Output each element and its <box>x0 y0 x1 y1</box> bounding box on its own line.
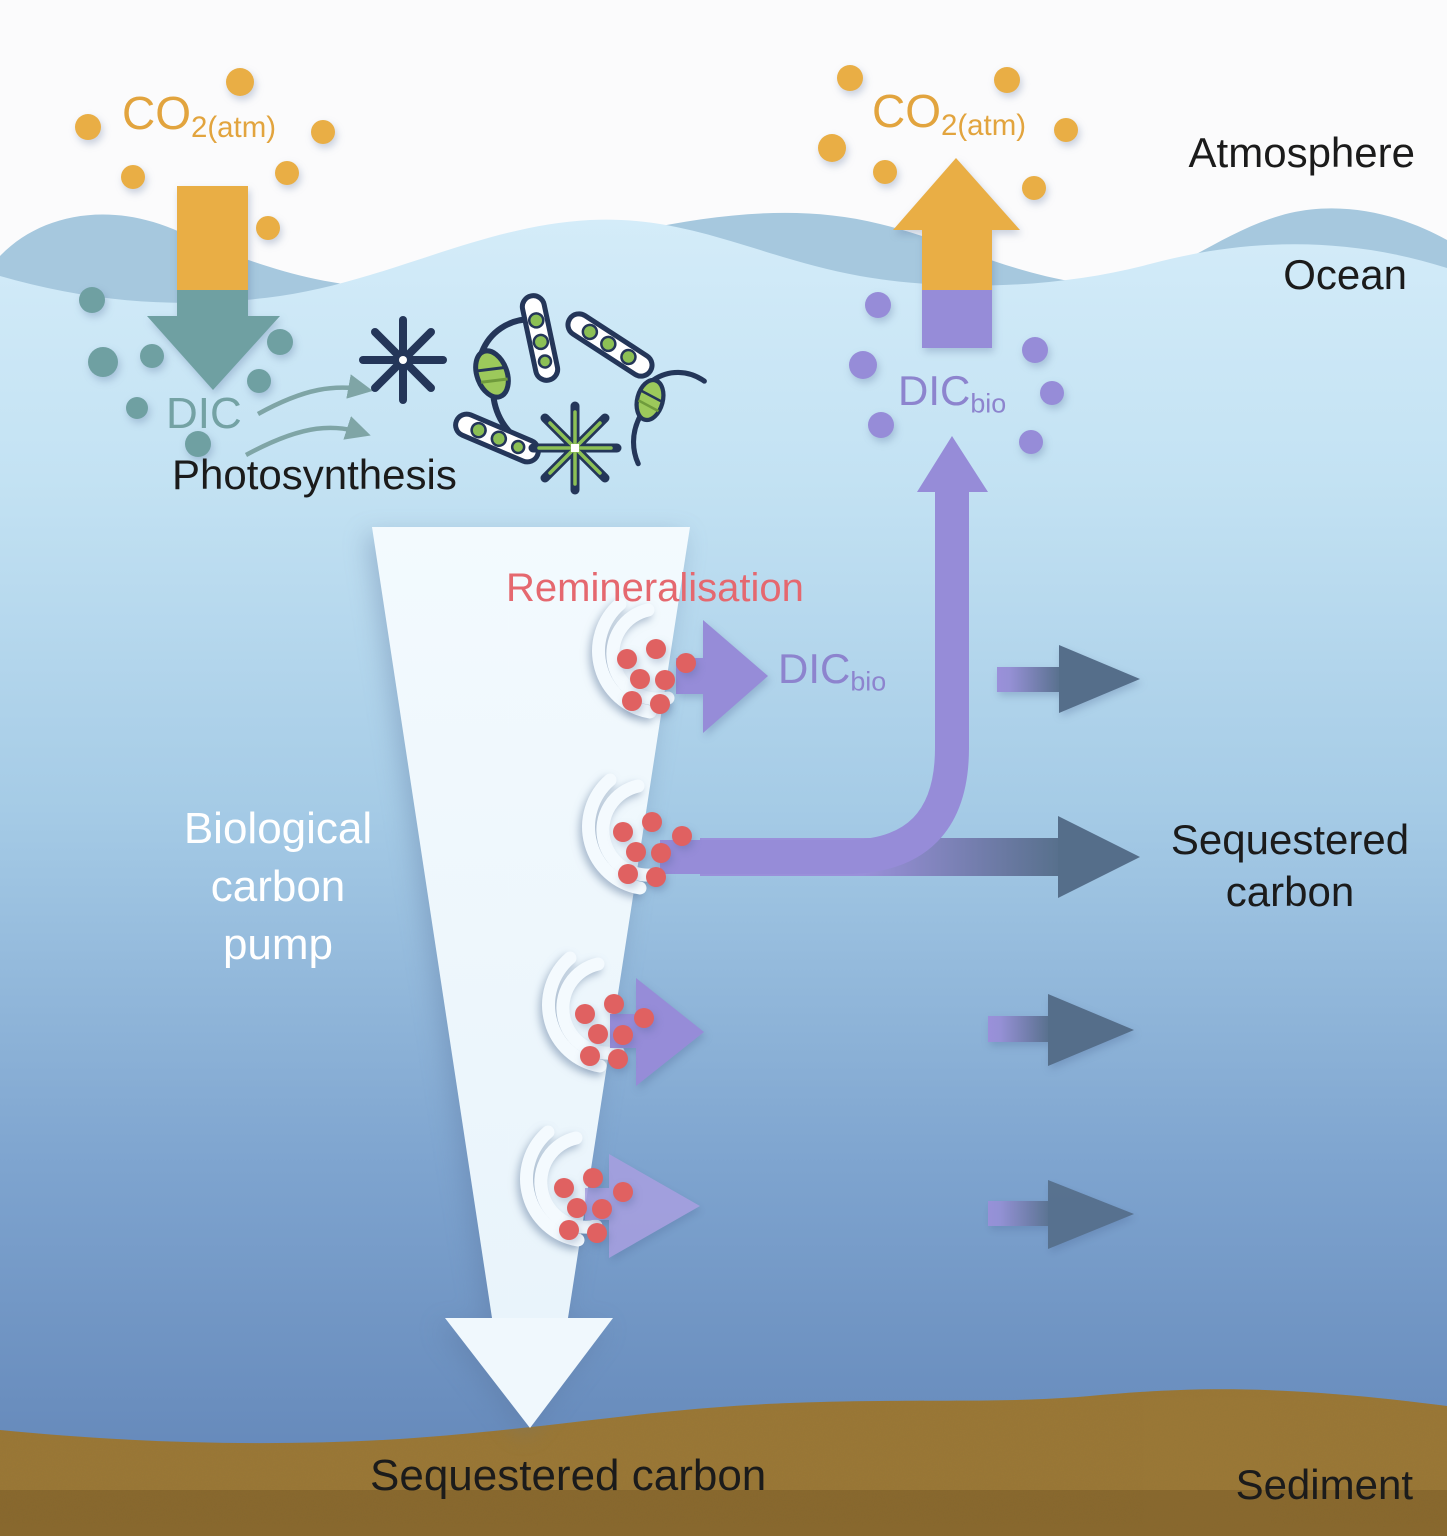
photosynthesis-arrow-1 <box>256 374 373 416</box>
rod-diatom-icon <box>453 411 541 465</box>
dic-upwelling-arrowhead <box>917 436 988 492</box>
arrow-tail <box>988 1201 1050 1226</box>
atmosphere-zone-label: Atmosphere <box>1188 129 1415 176</box>
photosynthesis-label: Photosynthesis <box>172 451 457 498</box>
dic-bio-sub-text: bio <box>970 388 1007 419</box>
arrow-head <box>1048 1180 1134 1249</box>
co2-atm-right-label: CO2(atm) <box>872 86 1026 143</box>
dic-upwelling-curve <box>660 488 969 874</box>
co2-dots-right <box>818 65 1078 200</box>
co2-outgas-arrow-ocean-part <box>922 288 992 348</box>
biological-carbon-pump-label: Biological carbon pump <box>148 800 408 974</box>
co2-influx-arrow-ocean-part <box>177 290 248 318</box>
co2-outgas-arrowhead <box>893 158 1020 230</box>
sequestration-export-arrow-3 <box>988 994 1134 1066</box>
arrow-tail <box>997 667 1061 692</box>
dinoflagellate-icon <box>630 369 707 467</box>
dic-bio-main-text: DIC <box>898 367 971 414</box>
dic-upwelling-and-export-branch <box>660 436 1140 898</box>
remineralised-dots-4 <box>554 1168 633 1243</box>
dic-bio-sub-text: bio <box>850 666 887 697</box>
sequestration-export-arrow-4 <box>988 1180 1134 1249</box>
sequestered-right-line1: Sequestered <box>1170 816 1410 863</box>
co2-outgas-arrow-atmosphere-part <box>922 228 992 290</box>
arrow-head <box>703 620 768 733</box>
co2-outgas-arrow <box>893 158 1020 348</box>
co2-atm-left-label: CO2(atm) <box>122 88 276 145</box>
co2-main-text: CO <box>122 87 191 139</box>
dic-bio-surface-label: DICbio <box>898 367 1007 419</box>
phytoplankton-icons <box>359 293 707 495</box>
remineralisation-label: Remineralisation <box>506 566 804 610</box>
ocean-zone-label: Ocean <box>1283 251 1407 298</box>
dic-label: DIC <box>166 389 242 438</box>
pump-label-line3: pump <box>222 920 334 969</box>
arrow-head <box>609 1154 700 1258</box>
co2-influx-arrow-atmosphere-part <box>177 186 248 292</box>
remineralised-dots-3 <box>575 994 654 1069</box>
photosynthesis-arrows <box>244 374 373 457</box>
pump-label-line2: carbon <box>210 862 346 911</box>
remineralised-dots-2 <box>613 812 692 887</box>
rod-diatom-icon <box>565 311 655 379</box>
arrow-head <box>1048 994 1134 1066</box>
co2-sub-text: 2(atm) <box>941 109 1027 143</box>
sequestered-carbon-bottom-label: Sequestered carbon <box>370 1451 767 1500</box>
dic-bio-mid-label: DICbio <box>778 645 887 697</box>
co2-dots-left <box>75 68 335 240</box>
photosynthesis-arrow-2 <box>244 416 371 457</box>
sediment-zone-label: Sediment <box>1235 1461 1413 1508</box>
diatom-star-icon <box>359 316 447 404</box>
export-branch-arrowhead <box>1058 816 1140 898</box>
arrow-head <box>1059 645 1140 713</box>
pump-label-line1: Biological <box>183 804 373 853</box>
remineralised-dots-1 <box>617 639 696 714</box>
sequestered-carbon-right-label: Sequestered carbon <box>1165 814 1415 918</box>
sequestered-right-line2: carbon <box>1225 868 1355 915</box>
sediment-lower-shade <box>0 1490 1447 1536</box>
funnel-body <box>372 527 690 1318</box>
sequestration-export-arrow-1 <box>997 645 1140 713</box>
dic-dots <box>79 287 293 457</box>
dic-bio-dots <box>849 292 1064 454</box>
biological-pump-funnel <box>372 527 690 1428</box>
dic-bio-main-text: DIC <box>778 645 851 692</box>
sequestration-arrowhead <box>445 1318 613 1428</box>
funnel-notch <box>606 603 675 706</box>
co2-sub-text: 2(atm) <box>191 111 277 145</box>
arrow-head <box>636 978 704 1086</box>
green-star-diatom-icon <box>528 401 622 495</box>
co2-main-text: CO <box>872 85 941 137</box>
sediment <box>0 1389 1447 1536</box>
funnel-notch <box>596 779 665 882</box>
co2-influx-arrowhead <box>147 316 280 390</box>
co2-influx-arrow <box>147 186 280 390</box>
rod-diatom-icon <box>519 293 561 383</box>
arrow-tail <box>988 1016 1050 1042</box>
